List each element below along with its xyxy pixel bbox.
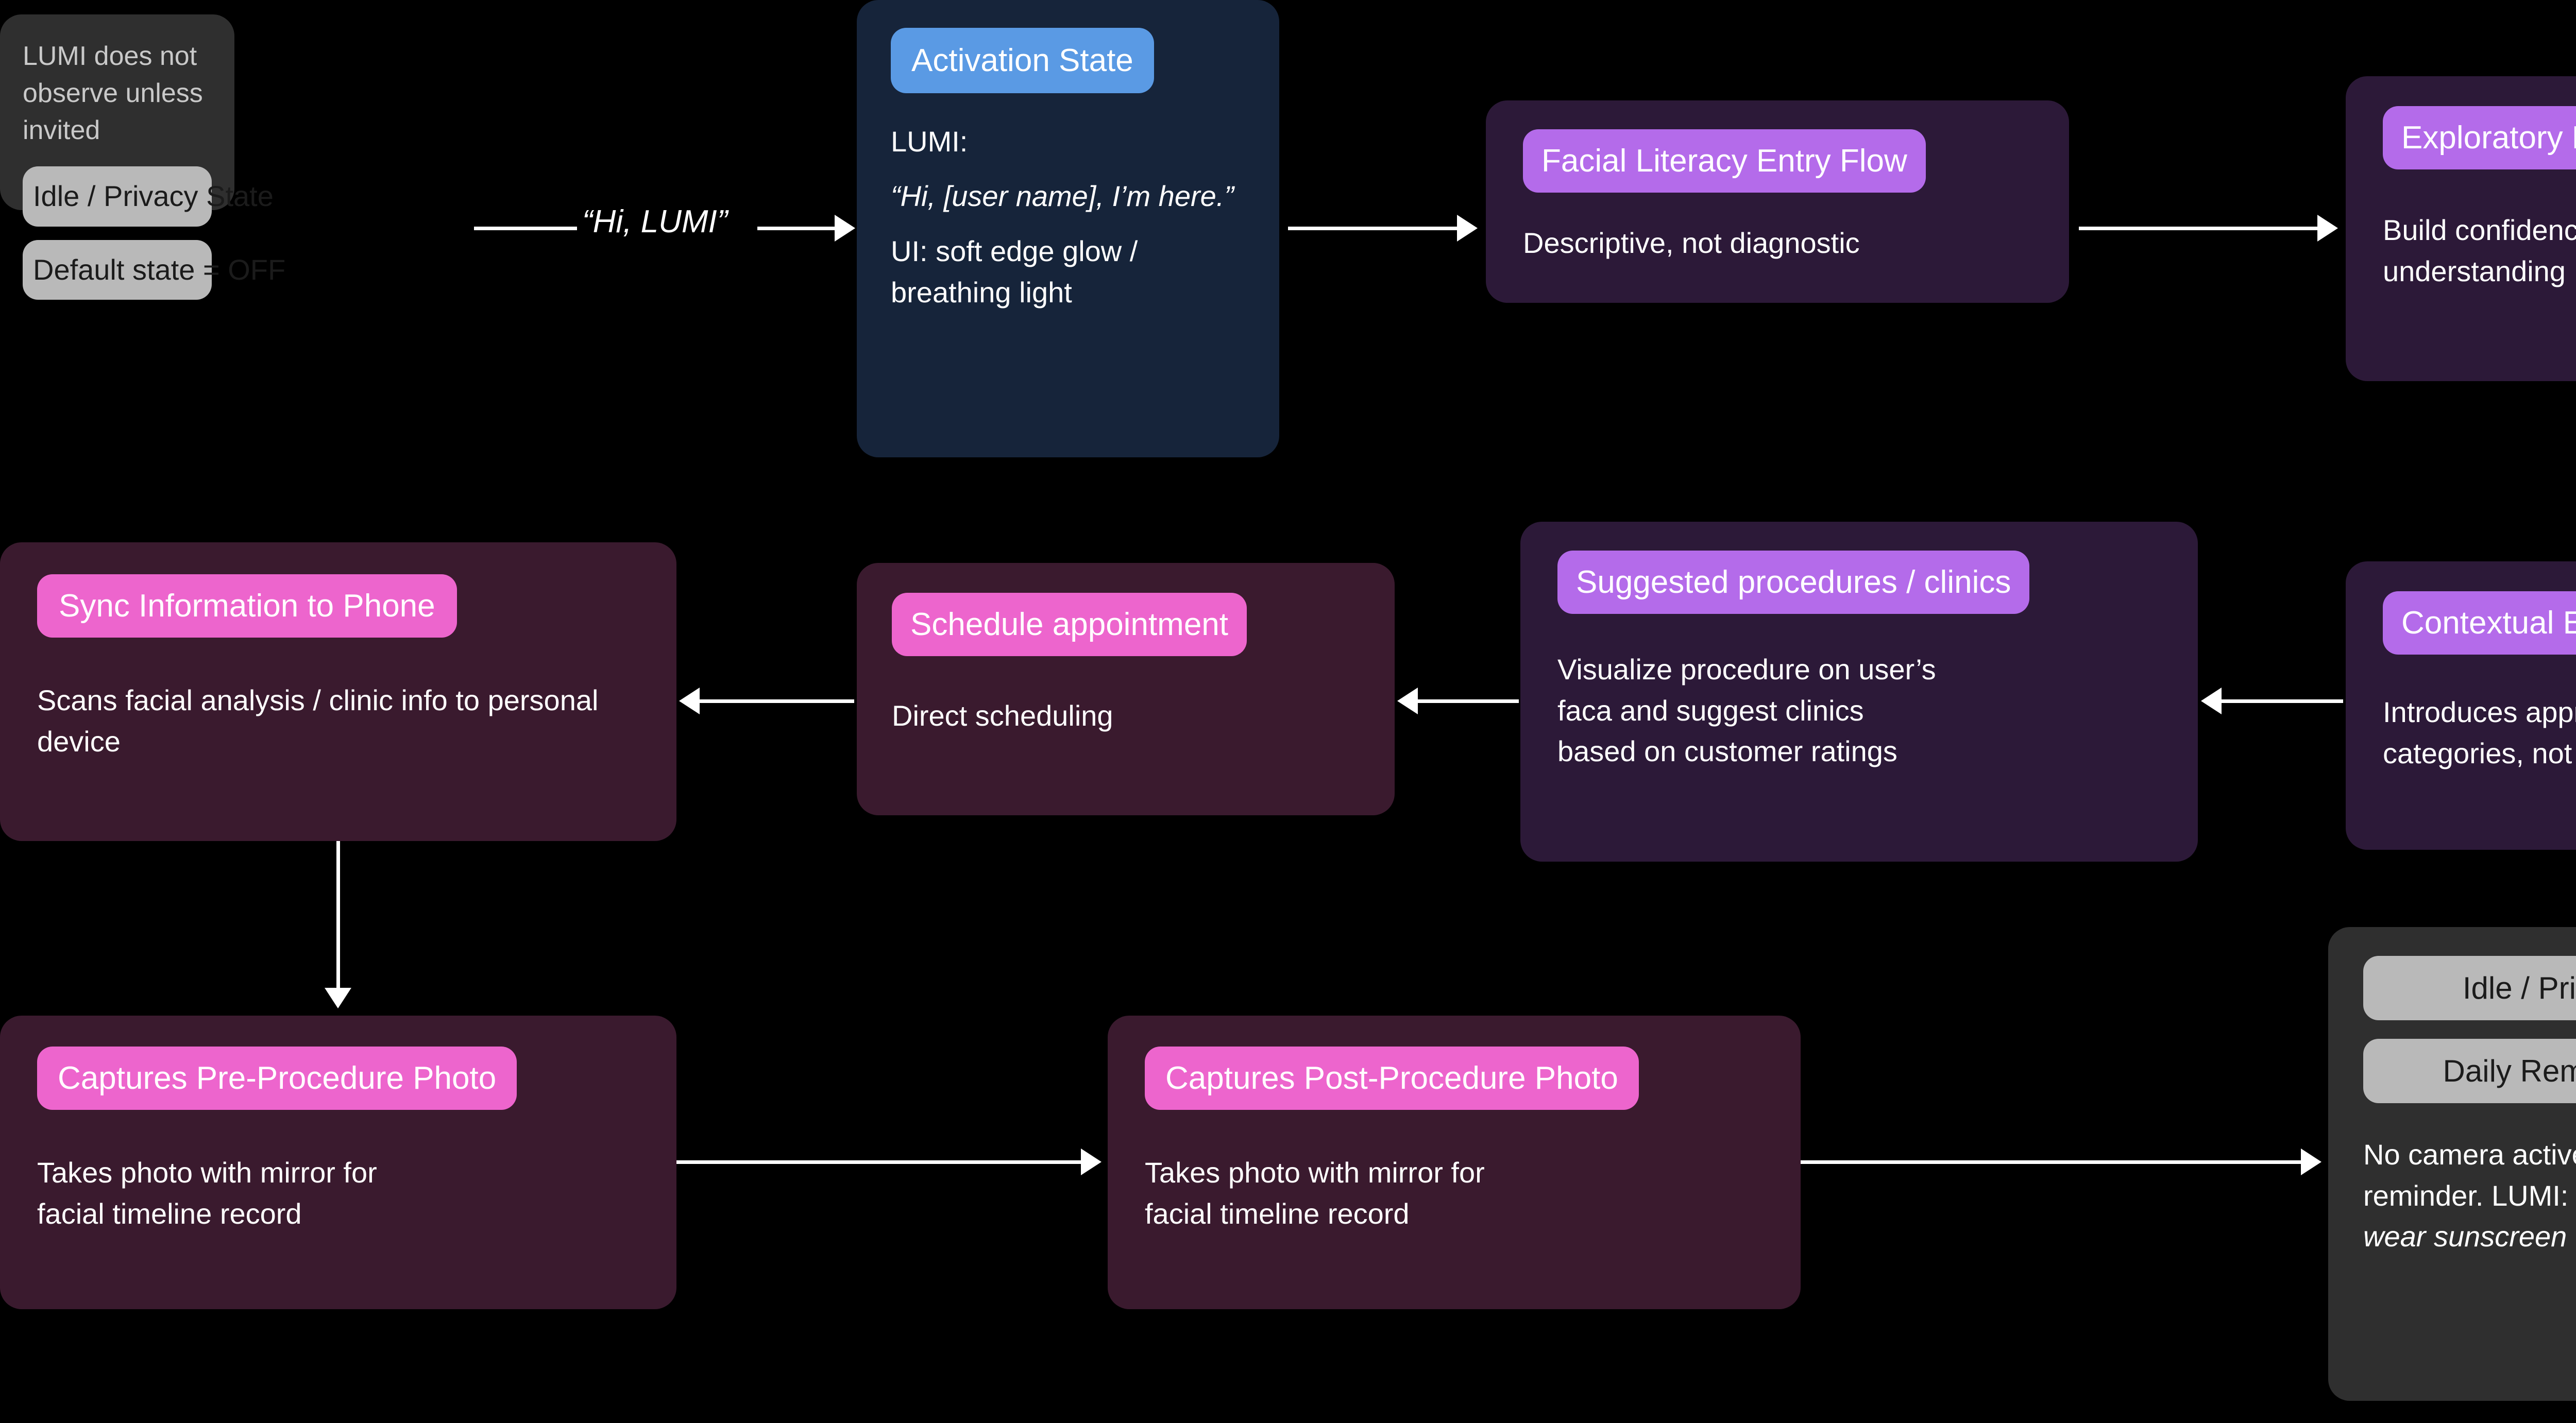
node-captures-pre-procedure-photo[interactable]: Captures Pre-Procedure Photo Takes photo… <box>0 1016 676 1309</box>
chip-facial-literacy-entry-flow[interactable]: Facial Literacy Entry Flow <box>1523 129 1926 193</box>
arrowhead-facial-literacy-to-exploratory <box>2317 215 2338 242</box>
arrowhead-label-to-activation <box>835 215 855 242</box>
suggested-procedures-note-line-3: based on customer ratings <box>1557 735 1897 768</box>
facial-literacy-note: Descriptive, not diagnostic <box>1523 227 1860 260</box>
post-procedure-note-line-1: Takes photo with mirror for <box>1145 1156 1485 1189</box>
arrowhead-sync-to-pre-procedure <box>325 988 351 1008</box>
chip-idle-privacy-state-secondary[interactable]: Idle / Privacy State <box>2363 956 2576 1020</box>
idle-privacy-note: LUMI does not observe unless invited <box>23 41 203 145</box>
chip-default-state-off[interactable]: Default state = OFF <box>23 239 285 300</box>
post-procedure-note-line-2: facial timeline record <box>1145 1197 1410 1230</box>
node-contextual-education[interactable]: Contextual Education Introduces approach… <box>2346 561 2576 850</box>
suggested-procedures-note-line-2: faca and suggest clinics <box>1557 694 1864 727</box>
daily-reminder-note-line-1: No camera active, just a static <box>2363 1138 2576 1171</box>
chip-captures-pre-procedure-photo[interactable]: Captures Pre-Procedure Photo <box>37 1047 517 1110</box>
connector-label-to-activation <box>757 227 836 230</box>
exploratory-learning-note: Build confidence through understanding <box>2383 214 2576 287</box>
connector-sync-to-pre-procedure <box>336 841 340 990</box>
connector-post-procedure-to-daily-reminder <box>1801 1160 2303 1164</box>
chip-captures-post-procedure-photo[interactable]: Captures Post-Procedure Photo <box>1145 1047 1639 1110</box>
node-activation-state[interactable]: Activation State LUMI: “Hi, [user name],… <box>857 0 1279 457</box>
chip-contextual-education[interactable]: Contextual Education <box>2383 591 2576 655</box>
edge-label-hi-lumi: “Hi, LUMI” <box>582 204 728 239</box>
arrowhead-schedule-to-sync <box>679 688 700 714</box>
contextual-education-note: Introduces approach categories, not proc… <box>2383 696 2576 769</box>
arrowhead-contextual-to-suggested <box>2201 688 2222 714</box>
chip-exploratory-learning[interactable]: Exploratory Learning <box>2383 106 2576 170</box>
schedule-appointment-note: Direct scheduling <box>892 699 1113 732</box>
chip-idle-privacy-state[interactable]: Idle / Privacy State <box>23 166 274 227</box>
connector-pre-to-post-procedure <box>676 1160 1083 1164</box>
node-daily-reminder-mode[interactable]: Idle / Privacy State Daily Reminder Mode… <box>2328 927 2576 1401</box>
daily-reminder-note: No camera active, just a static reminder… <box>2363 1134 2576 1257</box>
arrowhead-activation-to-facial-literacy <box>1457 215 1478 242</box>
daily-reminder-note-line-2: reminder. LUMI: <box>2363 1179 2576 1212</box>
connector-contextual-to-suggested <box>2222 699 2343 703</box>
chip-sync-information-to-phone[interactable]: Sync Information to Phone <box>37 574 457 638</box>
node-exploratory-learning[interactable]: Exploratory Learning Build confidence th… <box>2346 76 2576 381</box>
node-suggested-procedures-clinics[interactable]: Suggested procedures / clinics Visualize… <box>1520 522 2198 862</box>
node-schedule-appointment[interactable]: Schedule appointment Direct scheduling <box>857 563 1395 815</box>
activation-greeting-quote: “Hi, [user name], I’m here.” <box>891 179 1234 212</box>
arrowhead-post-procedure-to-daily-reminder <box>2301 1148 2321 1175</box>
sync-information-note: Scans facial analysis / clinic info to p… <box>37 684 599 758</box>
chip-daily-reminder-mode[interactable]: Daily Reminder Mode <box>2363 1039 2576 1103</box>
node-captures-post-procedure-photo[interactable]: Captures Post-Procedure Photo Takes phot… <box>1108 1016 1801 1309</box>
chip-activation-state[interactable]: Activation State <box>891 28 1154 94</box>
connector-suggested-to-schedule <box>1418 699 1519 703</box>
suggested-procedures-note-line-1: Visualize procedure on user’s <box>1557 653 1936 686</box>
connector-activation-to-facial-literacy <box>1288 227 1458 230</box>
chip-suggested-procedures-clinics[interactable]: Suggested procedures / clinics <box>1557 551 2030 614</box>
arrowhead-pre-to-post-procedure <box>1081 1148 1101 1175</box>
chip-schedule-appointment[interactable]: Schedule appointment <box>892 593 1247 657</box>
connector-schedule-to-sync <box>700 699 854 703</box>
node-idle-privacy-state[interactable]: LUMI does not observe unless invited Idl… <box>0 14 285 300</box>
connector-facial-literacy-to-exploratory <box>2079 227 2318 230</box>
node-sync-information-to-phone[interactable]: Sync Information to Phone Scans facial a… <box>0 542 676 841</box>
arrowhead-suggested-to-schedule <box>1397 688 1418 714</box>
connector-idle-to-label <box>474 227 577 230</box>
pre-procedure-note-line-1: Takes photo with mirror for <box>37 1156 377 1189</box>
activation-speaker-label: LUMI: <box>891 125 968 158</box>
activation-ui-description: UI: soft edge glow / breathing light <box>891 235 1138 308</box>
daily-reminder-quote: “Remember to wear sunscreen today” <box>2363 1220 2576 1253</box>
pre-procedure-note-line-2: facial timeline record <box>37 1197 302 1230</box>
node-facial-literacy-entry-flow[interactable]: Facial Literacy Entry Flow Descriptive, … <box>1486 100 2069 303</box>
